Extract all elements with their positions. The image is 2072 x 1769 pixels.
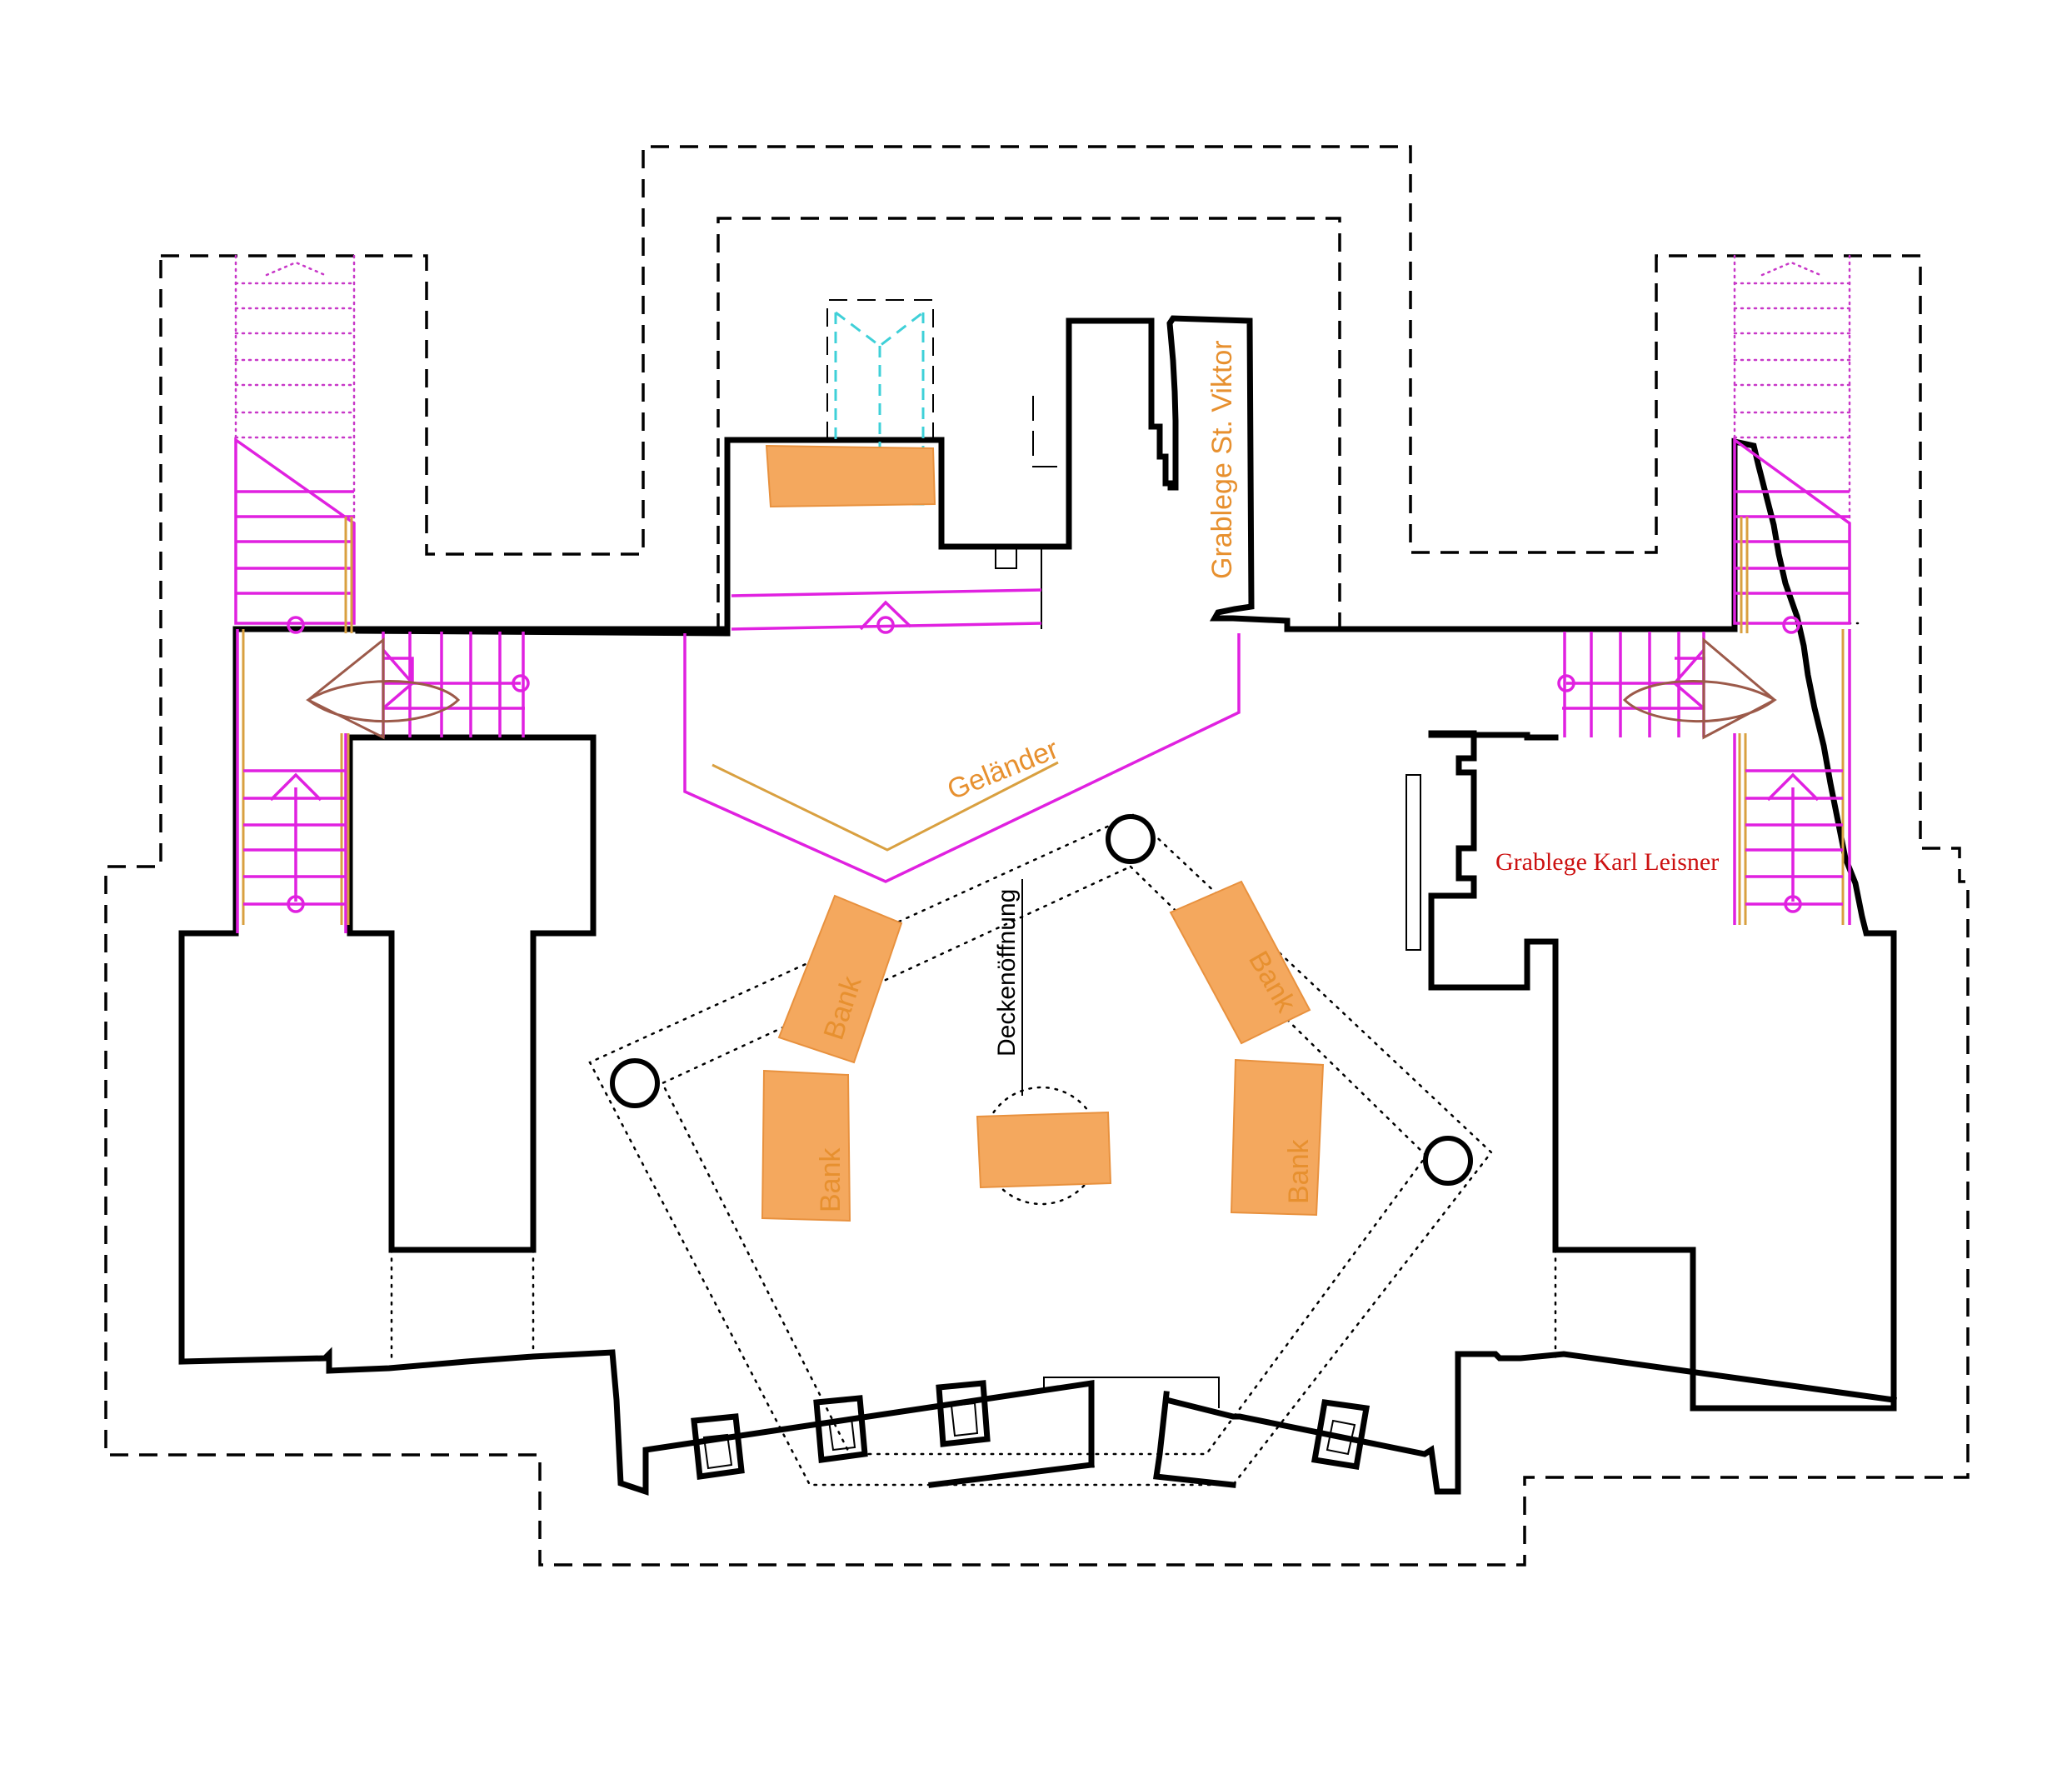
column-right	[1423, 1136, 1473, 1186]
chamber-broken-wall	[1032, 396, 1069, 467]
bench-3: Bank	[1169, 880, 1311, 1045]
small-niche	[995, 547, 1017, 569]
gallery-arrow	[859, 600, 912, 631]
gelaender-label: Geländer	[943, 733, 1063, 807]
column-left	[610, 1058, 660, 1108]
column-top	[1106, 814, 1156, 864]
center-wall-segment	[1153, 1391, 1236, 1488]
window-niche-4	[1311, 1399, 1371, 1471]
window-niche-2	[813, 1395, 868, 1463]
right-staircase	[1557, 254, 1851, 925]
bench-1: Bank	[777, 894, 903, 1064]
inner-apse-outline-dashed	[716, 217, 1341, 632]
pentagon-inner-dotted	[661, 865, 1428, 1456]
altar-block	[765, 444, 936, 508]
gallery-marker	[876, 616, 895, 634]
bench-2: Bank	[761, 1069, 851, 1222]
deckenoeffnung-label: Deckenöffnung	[993, 889, 1021, 1057]
left-inner-block	[347, 734, 597, 1253]
altar-step-front	[928, 1462, 1095, 1488]
exterior-outline-dashed	[104, 145, 1970, 1567]
right-lower-wall	[1162, 1351, 1897, 1495]
bench-2-label: Bank	[815, 1147, 846, 1212]
leisner-niche-frame	[1405, 774, 1421, 951]
gallery-top-line-1	[731, 588, 1042, 597]
bench-4-label: Bank	[1283, 1139, 1315, 1204]
bench-4: Bank	[1230, 1058, 1325, 1217]
bench-center	[976, 1111, 1112, 1189]
grablege-st-viktor-label: Grablege St. Viktor	[1206, 340, 1238, 579]
grablege-karl-leisner-label: Grablege Karl Leisner	[1495, 848, 1719, 876]
window-niche-3	[936, 1380, 991, 1447]
left-pier-wall	[178, 626, 1095, 1496]
main-wall-outline	[232, 315, 1897, 1412]
gallery-railing-outline	[683, 633, 1241, 883]
railing-line	[711, 761, 1059, 852]
nave-top-wall	[355, 627, 728, 637]
left-staircase	[234, 254, 530, 933]
gallery-top-line-2	[731, 622, 1042, 631]
altar-step-outline	[1043, 1377, 1220, 1408]
window-niche-1	[691, 1413, 745, 1480]
